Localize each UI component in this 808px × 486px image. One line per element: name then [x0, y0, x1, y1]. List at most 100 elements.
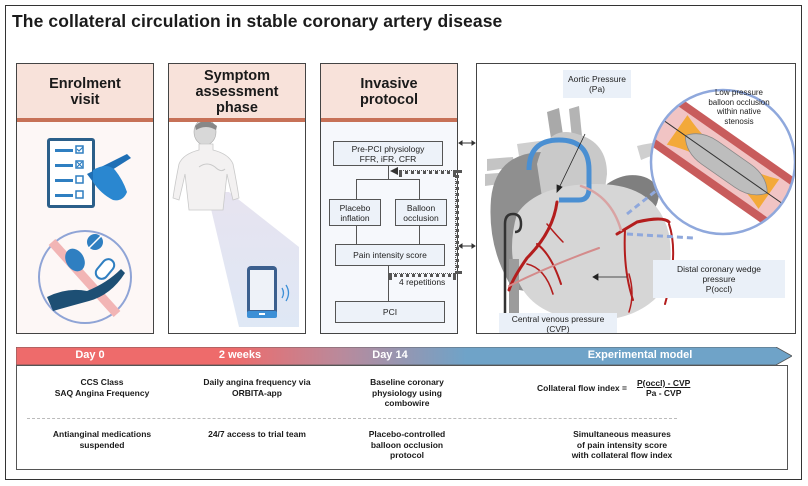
timeline-stage-day14: Day 14 [372, 349, 408, 361]
box-line: inflation [340, 212, 370, 223]
heart-icon [485, 106, 677, 329]
heading-line: assessment [195, 83, 279, 100]
cell-line: Simultaneous measures [573, 429, 671, 439]
cell-line: Baseline coronary [370, 377, 444, 387]
cell-line: SAQ Angina Frequency [54, 387, 150, 398]
timeline-stage-2weeks: 2 weeks [218, 349, 262, 361]
aortic-pressure-label: Aortic Pressure(Pa) [563, 70, 631, 98]
label-line: Aortic Pressure [567, 74, 627, 84]
cell-line: protocol [390, 450, 424, 460]
panel-connectors [458, 140, 476, 249]
caption-line: within native [716, 107, 762, 116]
flow-connector [419, 179, 420, 199]
flow-connector [388, 166, 389, 180]
cell-line: suspended [79, 439, 125, 450]
flow-connector [356, 225, 357, 244]
smartphone-app-icon [247, 266, 290, 318]
box-line: Balloon [406, 202, 436, 213]
heading-line: Enrolment [49, 75, 121, 92]
label-line: P(occl) [705, 284, 733, 294]
collateral-flow-index-formula: Collateral flow index = P(occl) - CVP Pa… [537, 378, 690, 398]
timeline-bar [16, 347, 792, 365]
flow-connector [356, 179, 419, 180]
label-line: (Pa) [588, 84, 606, 94]
no-medication-hand-icon [38, 230, 132, 324]
repeat-loop-line [399, 170, 456, 174]
heading-line: visit [70, 91, 100, 108]
heading-line: Invasive [360, 75, 418, 92]
repetitions-label: 4 repetitions [399, 277, 446, 287]
timeline-stage-day0: Day 0 [75, 349, 105, 361]
flow-connector [388, 265, 389, 301]
heading-divider [17, 118, 153, 122]
label-line: Central venous pressure [511, 314, 605, 324]
balloon-zoom-icon [649, 88, 795, 236]
heart-illustration [485, 88, 795, 329]
flow-connector [356, 179, 357, 199]
pointer-arrows [556, 133, 627, 281]
cell-line: Daily angina frequency via [203, 377, 311, 387]
box-line: occlusion [403, 212, 439, 223]
cell-line: ORBITA-app [232, 387, 282, 398]
box-line: Pre-PCI physiology [351, 143, 425, 154]
symptom-illustration [172, 122, 299, 327]
cell-line: Antianginal medications [52, 429, 152, 439]
heading-divider [169, 118, 305, 122]
heading-line: Symptom [203, 67, 271, 84]
cell-line: balloon occlusion [370, 439, 444, 450]
caption-line: balloon occlusion [708, 97, 770, 107]
box-line: Placebo [339, 202, 371, 213]
questionnaire-checklist-icon [47, 138, 131, 208]
loop-arrowhead-icon [390, 167, 398, 175]
timeline-arrow [16, 347, 792, 365]
caption-line: Low pressure [714, 88, 764, 97]
formula-numerator: P(occl) - CVP [636, 378, 691, 388]
heading-divider [321, 118, 457, 122]
caption-line: stenosis [724, 116, 754, 126]
cell-line: physiology using [372, 387, 442, 398]
row-separator [27, 418, 677, 419]
2weeks-action: 24/7 access to trial team [187, 429, 327, 440]
flow-connector [419, 225, 420, 244]
cell-line: CCS Class [80, 377, 124, 387]
repeat-loop-line [455, 170, 459, 274]
cell-line: of pain intensity score [576, 439, 668, 450]
patient-chest-pain-icon [172, 122, 240, 211]
cell-line: Placebo-controlled [368, 429, 446, 439]
pci-box: PCI [335, 301, 445, 323]
repeat-loop-line [389, 273, 456, 277]
label-line: pressure [702, 274, 736, 284]
timeline-stage-experimental-model: Experimental model [587, 349, 693, 361]
formula-denominator: Pa - CVP [645, 388, 682, 398]
central-venous-pressure-label: Central venous pressure(CVP) [499, 313, 617, 334]
formula-label: Collateral flow index = [537, 383, 627, 393]
enrolment-illustration [38, 138, 132, 324]
box-line: FFR, iFR, CFR [359, 153, 417, 164]
label-line: Distal coronary wedge [676, 264, 762, 274]
label-line: (CVP) [546, 324, 570, 334]
heading-line: phase [216, 99, 258, 116]
pain-intensity-score-box: Pain intensity score [335, 244, 445, 266]
cell-line: 24/7 access to trial team [208, 429, 306, 439]
cell-line: combowire [384, 398, 430, 408]
formula-fraction: P(occl) - CVP Pa - CVP [637, 378, 690, 398]
